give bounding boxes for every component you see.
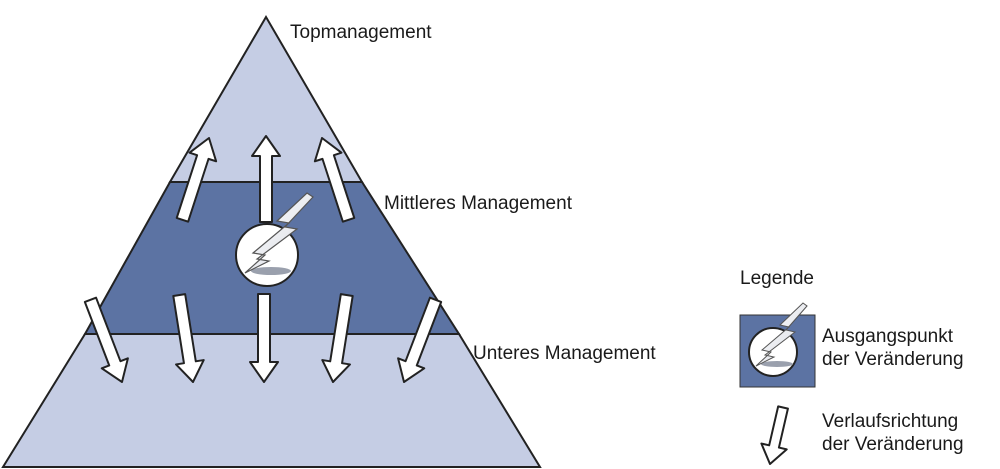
legend-origin-line1: Ausgangspunkt: [822, 326, 953, 347]
arrow-up-icon: [313, 137, 356, 223]
lower-management-band: [1, 333, 542, 468]
arrow-down-icon: [321, 293, 354, 383]
legend-direction-line2: der Veränderung: [822, 434, 964, 455]
legend-direction-text: Verlaufsrichtung der Veränderung: [822, 410, 964, 456]
lightning-bolt-circle-icon: [235, 192, 314, 287]
label-middle-management: Mittleres Management: [384, 193, 572, 214]
arrow-down-icon: [83, 296, 129, 383]
arrow-down-icon: [249, 293, 279, 383]
legend-title: Legende: [740, 268, 814, 289]
legend-origin-text: Ausgangspunkt der Veränderung: [822, 325, 964, 371]
label-lower-management: Unteres Management: [473, 343, 656, 364]
label-top-management: Topmanagement: [290, 22, 432, 43]
arrow-down-icon: [397, 296, 443, 383]
legend-direction-arrow-icon: [760, 405, 789, 465]
arrow-up-icon: [251, 135, 281, 223]
arrow-up-icon: [175, 137, 218, 223]
downward-arrows: [83, 293, 443, 383]
legend-origin-line2: der Veränderung: [822, 349, 964, 370]
legend-direction-line1: Verlaufsrichtung: [822, 411, 959, 432]
upward-arrows: [175, 135, 356, 223]
arrow-down-icon: [172, 293, 205, 383]
legend-origin-symbol: [739, 302, 816, 388]
